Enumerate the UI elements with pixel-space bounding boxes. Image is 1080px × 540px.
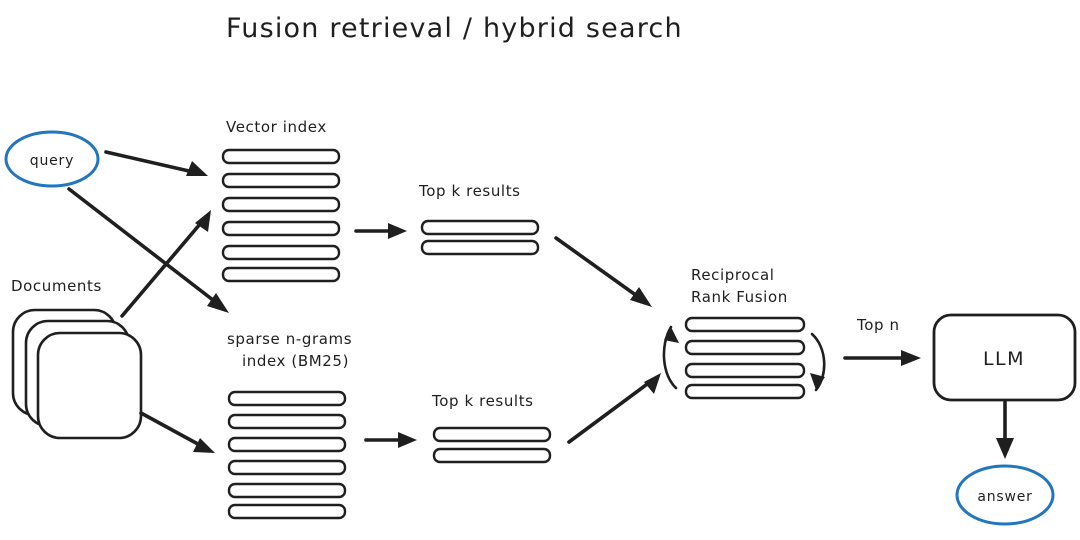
sparse-index-bar — [227, 482, 347, 499]
sparse-index-bar — [227, 436, 347, 453]
node-top-k-vector[interactable] — [420, 219, 540, 256]
edge-documents-to-vector-index — [120, 210, 211, 318]
top-k-sparse-bar — [432, 447, 552, 464]
edge-sparse-index-to-top-k — [364, 432, 417, 448]
rrf-bar — [684, 316, 806, 333]
sparse-index-bar — [227, 503, 347, 520]
node-rrf[interactable] — [684, 316, 806, 400]
llm-box-shape — [932, 313, 1077, 402]
top-n-edge-label: Top n — [856, 316, 900, 334]
rrf-rotate-right-arrow — [810, 332, 826, 392]
edge-query-to-vector-index — [104, 150, 208, 176]
vector-index-bar — [221, 244, 341, 261]
sparse-index-bar — [227, 459, 347, 476]
top-k-vector-bar — [420, 239, 540, 256]
sparse-index-bar — [227, 390, 347, 407]
answer-ellipse-shape — [955, 464, 1055, 526]
sparse-index-label-line2: index (BM25) — [242, 352, 349, 370]
diagram-title: Fusion retrieval / hybrid search — [226, 13, 683, 44]
edge-rrf-to-llm — [843, 350, 921, 366]
query-label: query — [30, 153, 74, 169]
edge-query-to-sparse-index — [67, 187, 229, 313]
rrf-bar — [684, 383, 806, 400]
vector-index-label: Vector index — [226, 118, 327, 136]
node-vector-index[interactable] — [221, 148, 341, 283]
rrf-label-line1: Reciprocal — [691, 266, 775, 284]
rrf-label-line2: Rank Fusion — [691, 288, 788, 306]
edge-documents-to-sparse-index — [139, 411, 215, 453]
edge-top-k-sparse-to-rrf — [567, 373, 661, 444]
vector-index-bar — [221, 148, 341, 165]
edge-llm-to-answer — [996, 400, 1014, 459]
vector-index-bar — [221, 266, 341, 283]
answer-label: answer — [977, 489, 1032, 505]
vector-index-bar — [221, 196, 341, 213]
node-llm[interactable]: LLM — [932, 313, 1077, 402]
node-documents[interactable] — [11, 308, 143, 440]
top-k-sparse-bar — [432, 426, 552, 443]
vector-index-bar — [221, 220, 341, 237]
node-top-k-sparse[interactable] — [432, 426, 552, 464]
node-query[interactable]: query — [4, 130, 100, 188]
sparse-index-label-line1: sparse n-grams — [227, 330, 352, 348]
node-answer[interactable]: answer — [955, 464, 1055, 526]
top-k-sparse-label: Top k results — [431, 392, 534, 410]
edge-vector-index-to-top-k — [354, 223, 407, 239]
sparse-index-bar — [227, 413, 347, 430]
node-sparse-index[interactable] — [227, 390, 347, 520]
top-k-vector-bar — [420, 219, 540, 236]
vector-index-bar — [221, 172, 341, 189]
rrf-rotate-left-arrow — [662, 325, 679, 390]
edge-top-k-vector-to-rrf — [554, 236, 652, 307]
top-k-vector-label: Top k results — [418, 182, 521, 200]
llm-label: LLM — [983, 348, 1025, 370]
rrf-bar — [684, 339, 806, 356]
query-ellipse-shape — [4, 130, 100, 188]
document-sheet-front — [36, 331, 143, 440]
documents-label: Documents — [11, 277, 102, 295]
rrf-bar — [684, 362, 806, 379]
